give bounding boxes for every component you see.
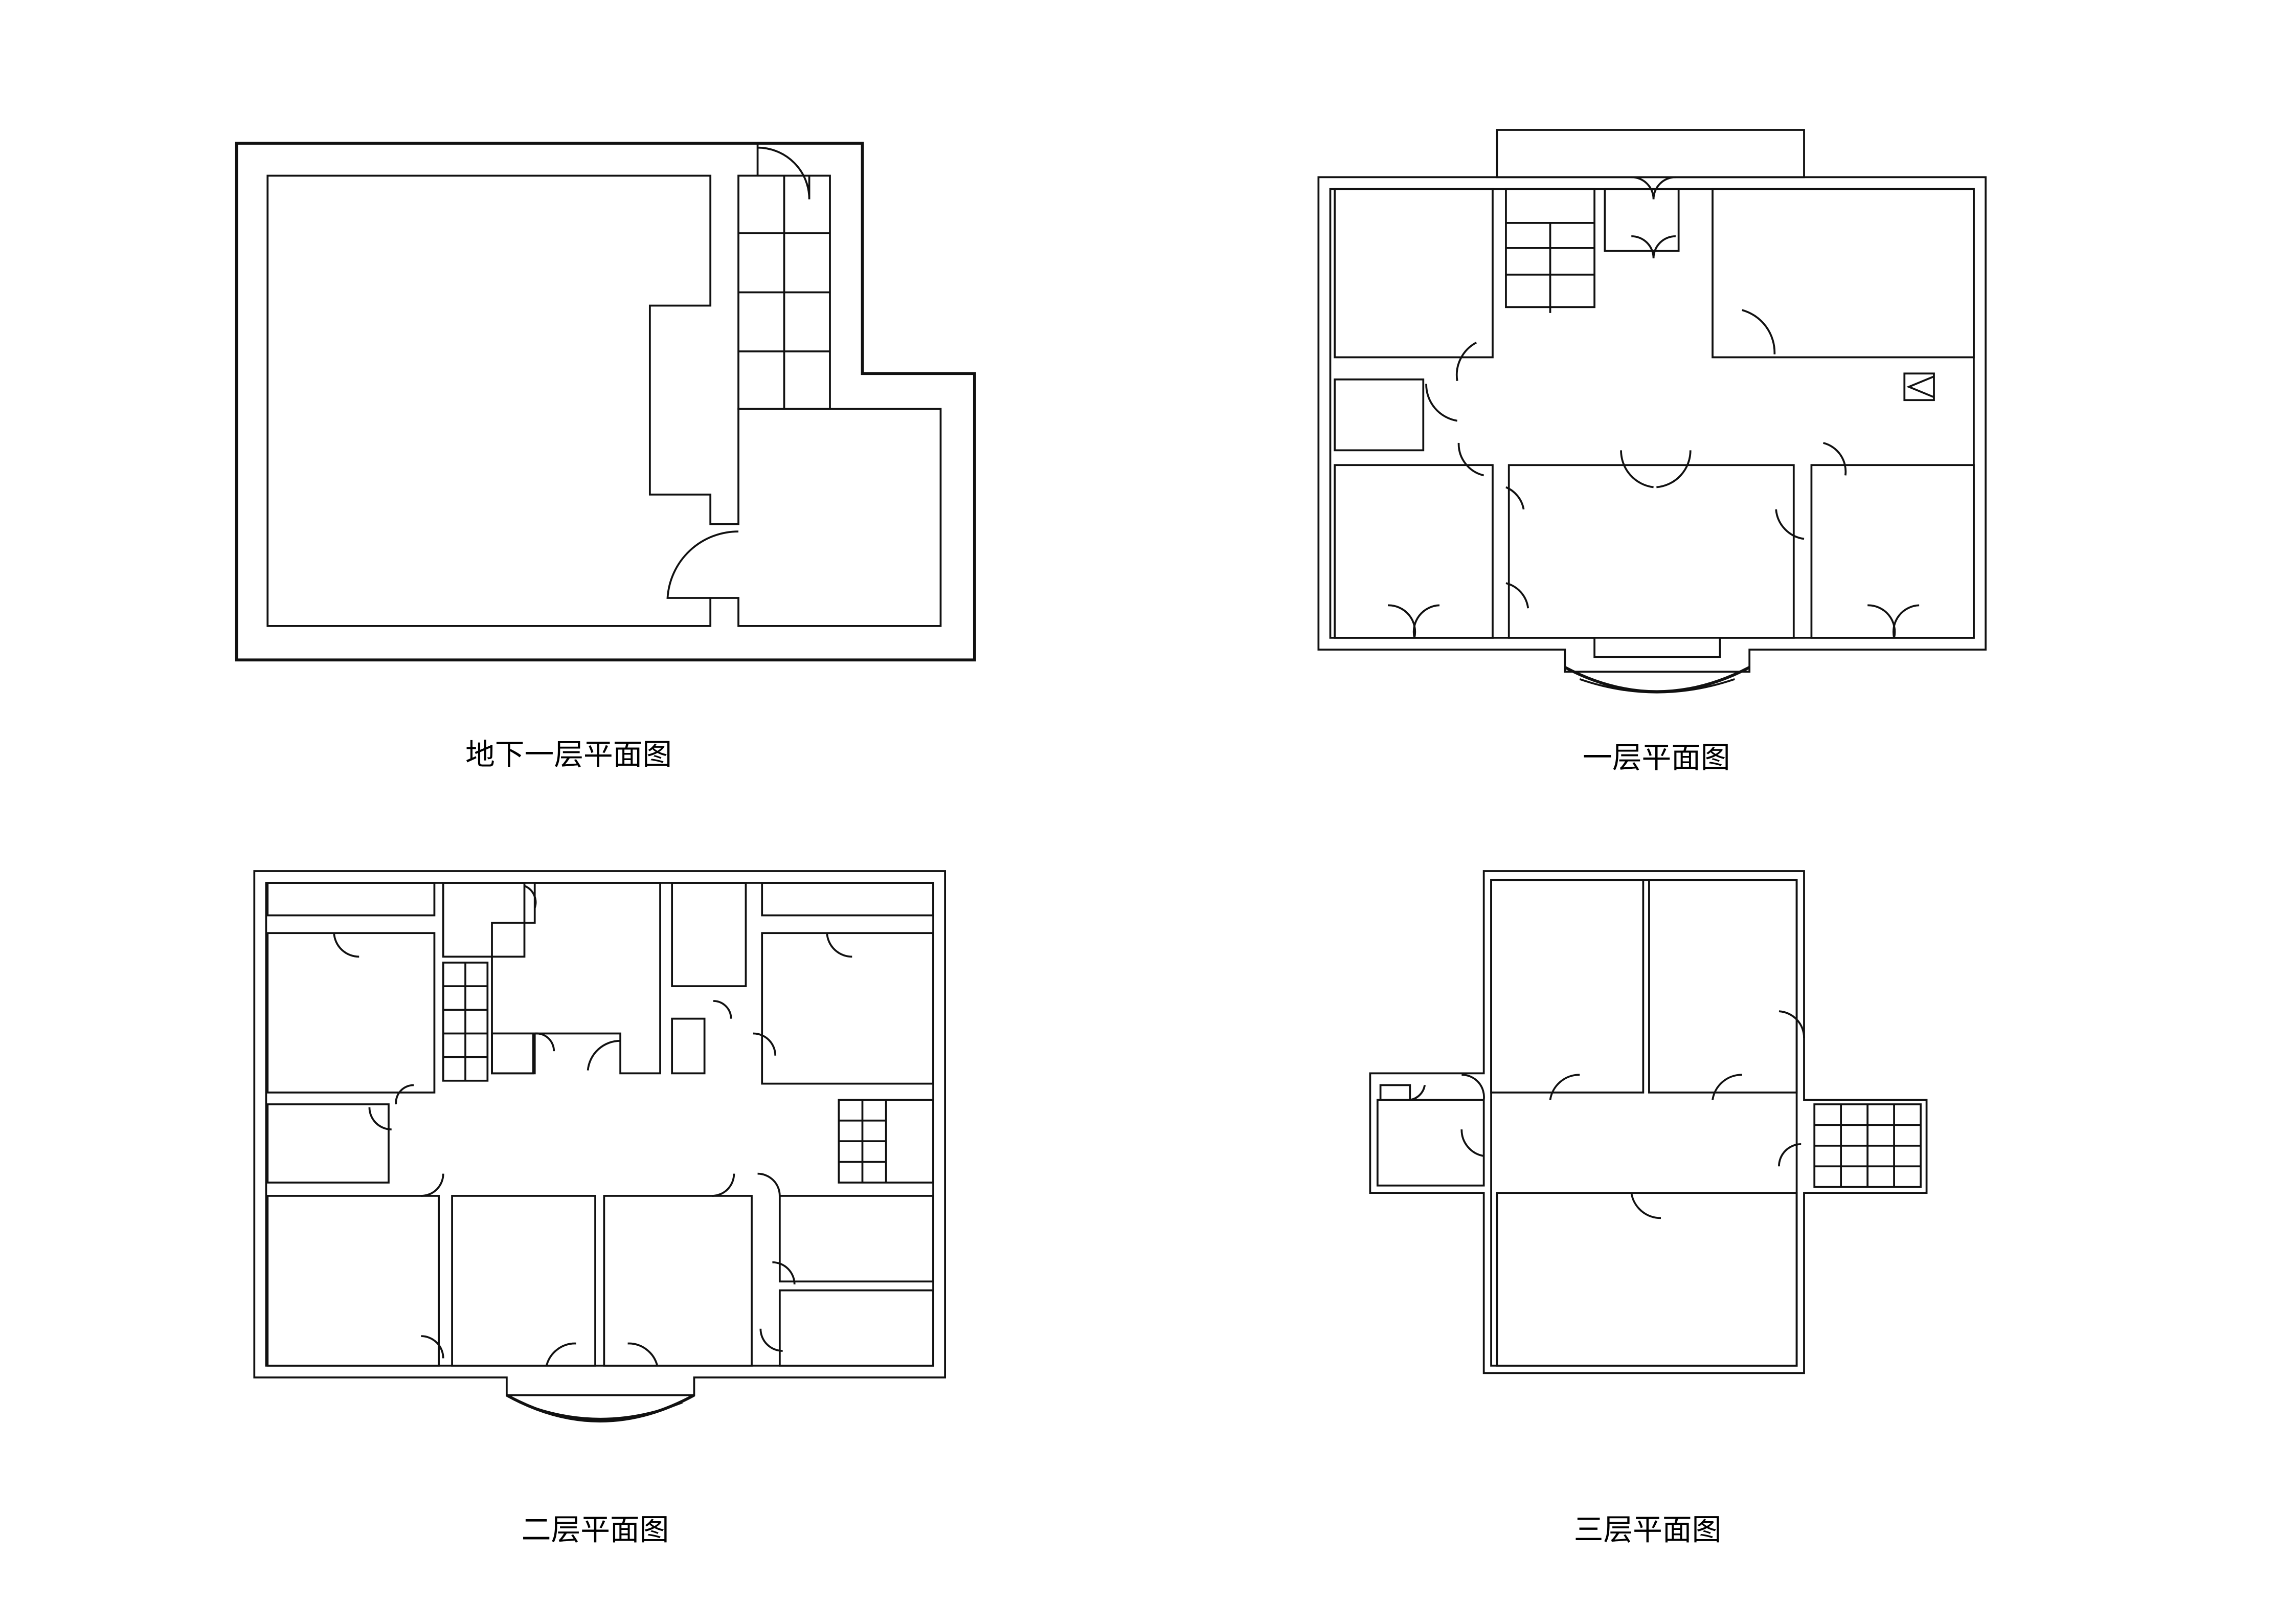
plan-title-floor3: 三层平面图 [1574,1512,1722,1547]
plan-title-floor2: 二层平面图 [522,1512,669,1547]
basement-plan: 地下一层平面图 [235,142,976,772]
floor3-plan: 三层平面图 [1369,870,1928,1547]
plan-title-floor1: 一层平面图 [1583,740,1730,775]
plan-title-basement: 地下一层平面图 [465,737,672,772]
floor1-plan: 一层平面图 [1317,129,1987,775]
floor2-plan: 二层平面图 [253,870,947,1547]
